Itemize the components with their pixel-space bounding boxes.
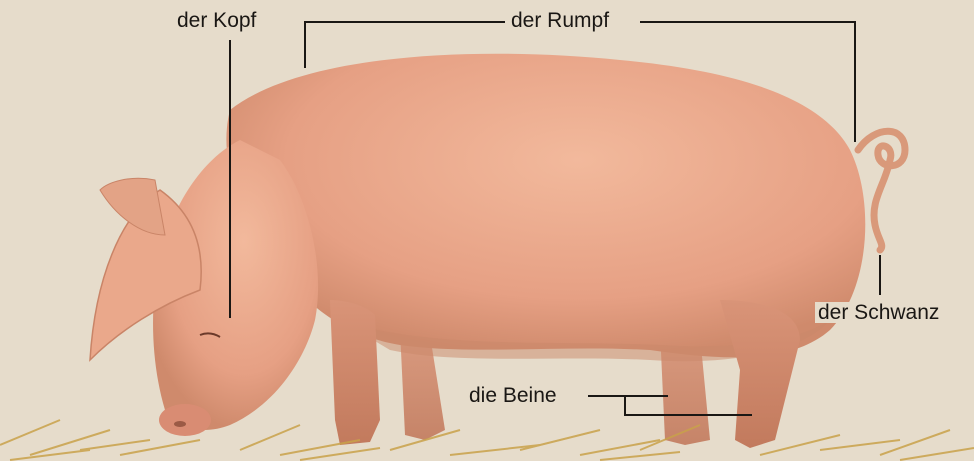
near-front-leg [330, 300, 380, 445]
label-tail: der Schwanz [815, 302, 942, 323]
label-legs: die Beine [466, 385, 560, 406]
label-body: der Rumpf [508, 10, 612, 31]
nostril [174, 421, 186, 427]
straw-ground [0, 420, 974, 460]
snout [159, 404, 211, 436]
label-head: der Kopf [174, 10, 259, 31]
near-hind-leg [720, 300, 800, 448]
